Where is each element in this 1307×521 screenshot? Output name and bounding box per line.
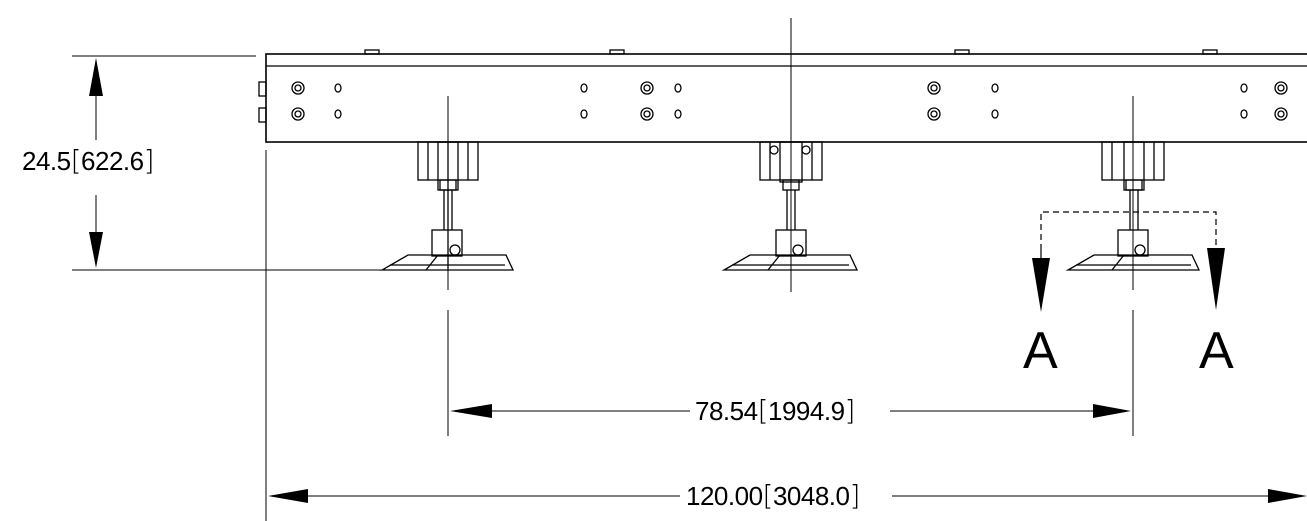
overall-length-value: 120.00 [686,481,763,511]
section-label-left: A [1023,322,1058,380]
height-value: 24.5 [22,146,71,176]
center-lines [447,18,1134,292]
beam-holes [291,81,1288,121]
foot-spacing-label: 78.54[1994.9] [695,394,856,427]
overall-length-dimension [265,150,1307,521]
beam [258,49,1307,143]
section-label-right: A [1199,322,1234,380]
overall-length-metric: 3048.0 [772,481,850,511]
foot-spacing-dimension [447,310,1134,436]
height-metric: 622.6 [81,146,144,176]
foot-spacing-value: 78.54 [695,396,758,426]
height-dimension [72,55,448,271]
height-dimension-label: 24.5[622.6] [22,144,155,177]
foot-spacing-metric: 1994.9 [768,396,845,426]
overall-length-label: 120.00[3048.0] [686,479,860,512]
section-indicator [1032,211,1225,312]
